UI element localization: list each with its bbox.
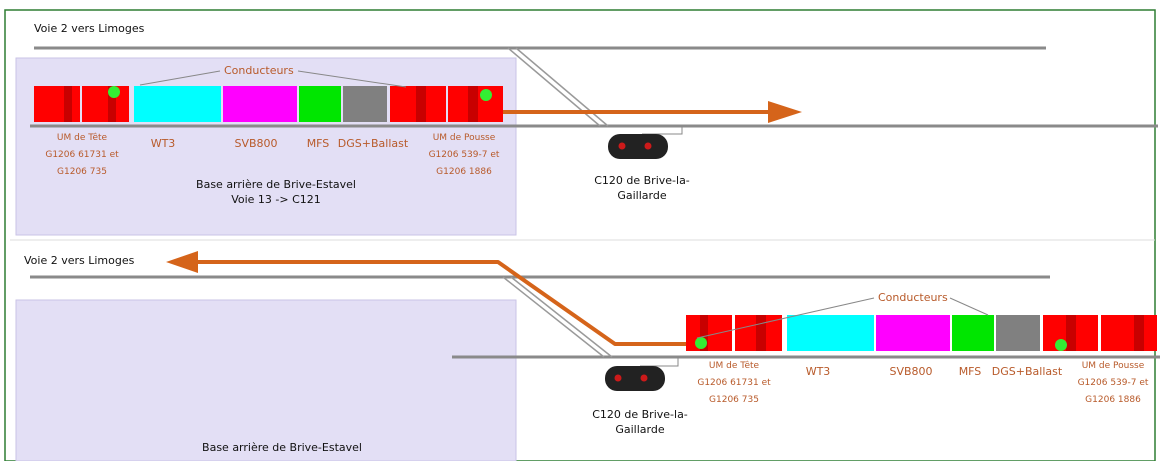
driver-dot-pousse-bottom (1055, 339, 1067, 351)
um-tete-line3-top: G1206 735 (57, 167, 107, 177)
signal-light-a-top (618, 142, 626, 150)
um-tete-line1-bottom: UM de Tête (709, 360, 760, 371)
loco-tete-2-stripe-bottom (756, 315, 766, 351)
callout-line-a-bottom (696, 297, 875, 339)
loco-pousse-2-bottom (1101, 315, 1157, 351)
um-tete-line1-top: UM de Tête (57, 132, 108, 143)
movement-arrow-head-top (768, 101, 802, 123)
wagon-mfs-bottom (952, 315, 994, 351)
loco-pousse-1-stripe-top (416, 86, 426, 122)
wagon-wt3-top (134, 86, 221, 122)
wagon-labels-top: WT3 SVB800 MFS DGS+Ballast (151, 137, 409, 150)
base-label-bottom: Base arrière de Brive-Estavel (202, 441, 362, 454)
svb800-label-bottom: SVB800 (889, 365, 932, 378)
mfs-label-top: MFS (307, 137, 330, 150)
loco-tete-1-stripe-top (64, 86, 72, 122)
signal-top (608, 134, 668, 159)
callout-line-b-top (297, 70, 407, 88)
wagon-wt3-bottom (787, 315, 874, 351)
um-pousse-line1-top: UM de Pousse (433, 133, 496, 143)
um-pousse-line1-bottom: UM de Pousse (1082, 361, 1145, 371)
signal-label-line2-top: Gaillarde (617, 189, 666, 202)
wagon-svb800-bottom (876, 315, 950, 351)
loco-tete-1-bottom (686, 315, 732, 351)
conducteurs-label-bottom: Conducteurs (878, 291, 948, 304)
um-pousse-labels-bottom: UM de Pousse G1206 539-7 et G1206 1886 (1078, 361, 1149, 405)
loco-tete-1-stripe-bottom (700, 315, 708, 351)
base-zone-bottom (15, 299, 517, 461)
signal-label-line1-top: C120 de Brive-la- (594, 174, 690, 187)
track-label-top: Voie 2 vers Limoges (34, 22, 145, 35)
wt3-label-top: WT3 (151, 137, 176, 150)
conducteurs-label-top: Conducteurs (224, 64, 294, 77)
um-tete-labels-top: UM de Tête G1206 61731 et G1206 735 (45, 132, 119, 177)
loco-tete-2-stripe-top (108, 86, 116, 122)
um-pousse-line3-bottom: G1206 1886 (1085, 395, 1141, 405)
svb800-label-top: SVB800 (234, 137, 277, 150)
base-label-line2-top: Voie 13 -> C121 (231, 193, 321, 206)
loco-pousse-2-stripe-top (468, 86, 478, 122)
um-tete-labels-bottom: UM de Tête G1206 61731 et G1206 735 (697, 360, 771, 405)
signal-light-b-bottom (640, 374, 648, 382)
signal-light-a-bottom (614, 374, 622, 382)
callout-line-b-bottom (949, 297, 989, 316)
um-tete-line3-bottom: G1206 735 (709, 395, 759, 405)
um-tete-line2-top: G1206 61731 et (45, 150, 119, 160)
loco-pousse-2-stripe-bottom (1134, 315, 1144, 351)
wt3-label-bottom: WT3 (806, 365, 831, 378)
wagon-dgs-top (343, 86, 387, 122)
loco-pousse-1-stripe-bottom (1066, 315, 1076, 351)
um-pousse-line3-top: G1206 1886 (436, 167, 492, 177)
train-bottom (686, 315, 1157, 351)
track-label-bottom: Voie 2 vers Limoges (24, 254, 135, 267)
driver-dot-tete-top (108, 86, 120, 98)
wagon-mfs-top (299, 86, 341, 122)
um-pousse-labels-top: UM de Pousse G1206 539-7 et G1206 1886 (429, 133, 500, 177)
base-label-line1-top: Base arrière de Brive-Estavel (196, 178, 356, 191)
loco-tete-2-top (82, 86, 129, 122)
um-pousse-line2-bottom: G1206 539-7 et (1078, 378, 1149, 388)
signal-light-b-top (644, 142, 652, 150)
wagon-svb800-top (223, 86, 297, 122)
loco-tete-1-top (34, 86, 80, 122)
dgs-label-top: DGS+Ballast (338, 137, 409, 150)
mfs-label-bottom: MFS (959, 365, 982, 378)
wagon-labels-bottom: WT3 SVB800 MFS DGS+Ballast (806, 365, 1063, 378)
signal-bottom (605, 366, 665, 391)
switch-rail-a-bottom (502, 276, 605, 358)
dgs-label-bottom: DGS+Ballast (992, 365, 1063, 378)
movement-arrow-head-bottom (166, 251, 198, 273)
um-pousse-line2-top: G1206 539-7 et (429, 150, 500, 160)
callout-line-a-top (139, 70, 221, 86)
um-tete-line2-bottom: G1206 61731 et (697, 378, 771, 388)
driver-dot-tete-bottom (695, 337, 707, 349)
train-top (34, 86, 503, 122)
movement-arrow-bottom (196, 260, 695, 346)
signal-label-line2-bottom: Gaillarde (615, 423, 664, 436)
signal-label-line1-bottom: C120 de Brive-la- (592, 408, 688, 421)
wagon-dgs-bottom (996, 315, 1040, 351)
driver-dot-pousse-top (480, 89, 492, 101)
switch-rail-b-bottom (510, 276, 613, 358)
